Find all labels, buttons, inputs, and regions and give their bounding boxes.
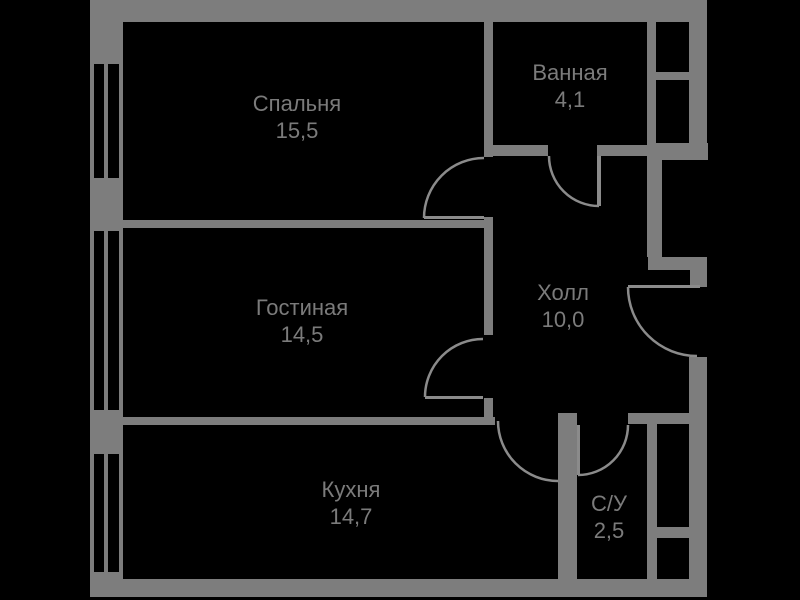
room-label-kitchen: Кухня 14,7 bbox=[322, 476, 381, 530]
entry-door-arc bbox=[626, 286, 698, 358]
living-door-arc bbox=[423, 337, 484, 398]
room-area-kitchen: 14,7 bbox=[329, 504, 373, 529]
wall-right-upper bbox=[689, 0, 707, 160]
wall-bedroom-living bbox=[123, 220, 493, 228]
room-label-bathroom: Ванная 4,1 bbox=[532, 59, 607, 113]
entry-door-leaf bbox=[628, 285, 700, 288]
room-name-bathroom: Ванная bbox=[532, 60, 608, 85]
wall-wc-east bbox=[647, 424, 657, 579]
bedroom-window-line-inner bbox=[119, 64, 123, 178]
bedroom-door-arc bbox=[422, 156, 485, 219]
wall-niche-bottom bbox=[648, 257, 707, 270]
wall-left-pier-2 bbox=[90, 178, 123, 231]
bathroom-door-leaf bbox=[597, 156, 601, 206]
room-area-wc: 2,5 bbox=[593, 518, 625, 543]
shaft-top-bar bbox=[656, 72, 689, 80]
wall-bath-east bbox=[647, 22, 656, 160]
wall-right-lower bbox=[689, 357, 707, 597]
living-window-line-mid bbox=[104, 231, 108, 410]
room-name-wc: С/У bbox=[591, 491, 627, 516]
living-door-leaf bbox=[425, 396, 483, 399]
room-label-wc: С/У 2,5 bbox=[591, 490, 627, 544]
wall-wc-west bbox=[558, 413, 577, 579]
bathroom-door-arc bbox=[547, 155, 600, 208]
room-name-living-room: Гостиная bbox=[255, 295, 349, 320]
wall-top bbox=[90, 0, 707, 22]
wall-wc-north-right bbox=[628, 413, 690, 424]
room-name-bedroom: Спальня bbox=[252, 91, 342, 116]
kitchen-window-line-inner bbox=[119, 454, 123, 572]
wall-living-kitchen bbox=[123, 417, 495, 425]
room-label-hall: Холл 10,0 bbox=[537, 279, 589, 333]
wall-left-pier-3 bbox=[90, 410, 123, 454]
kitchen-door-arc bbox=[496, 420, 559, 483]
shaft-mid-bar bbox=[647, 143, 708, 160]
wall-bottom bbox=[90, 579, 707, 597]
living-window-line-outer bbox=[90, 231, 94, 410]
room-name-hall: Холл bbox=[537, 280, 589, 305]
wall-bath-south-right bbox=[597, 145, 656, 156]
entry-door-jamb bbox=[690, 270, 707, 287]
wall-left-pier-bottom bbox=[90, 572, 123, 597]
bedroom-window-line-mid bbox=[104, 64, 108, 178]
room-area-living-room: 14,5 bbox=[280, 322, 324, 347]
wc-door-arc bbox=[577, 424, 630, 477]
wall-hall-west-mid bbox=[484, 217, 493, 335]
room-name-kitchen: Кухня bbox=[321, 477, 381, 502]
wall-left-pier-top bbox=[90, 0, 123, 64]
shaft-bottom-bar bbox=[657, 527, 689, 538]
room-label-bedroom: Спальня 15,5 bbox=[253, 90, 341, 144]
bedroom-window-line-outer bbox=[90, 64, 94, 178]
room-area-hall: 10,0 bbox=[541, 307, 585, 332]
wc-door-leaf bbox=[577, 425, 580, 475]
kitchen-window-line-mid bbox=[104, 454, 108, 572]
room-label-living-room: Гостиная 14,5 bbox=[256, 294, 348, 348]
room-area-bathroom: 4,1 bbox=[554, 87, 586, 112]
wall-hall-west-stub bbox=[484, 398, 493, 425]
room-area-bedroom: 15,5 bbox=[275, 118, 319, 143]
bedroom-door-leaf bbox=[424, 216, 484, 219]
wall-niche-west bbox=[647, 160, 662, 257]
kitchen-window-line-outer bbox=[90, 454, 94, 572]
wall-hall-west-upper bbox=[484, 22, 493, 157]
living-window-line-inner bbox=[119, 231, 123, 410]
wall-bath-south-left bbox=[484, 145, 548, 156]
